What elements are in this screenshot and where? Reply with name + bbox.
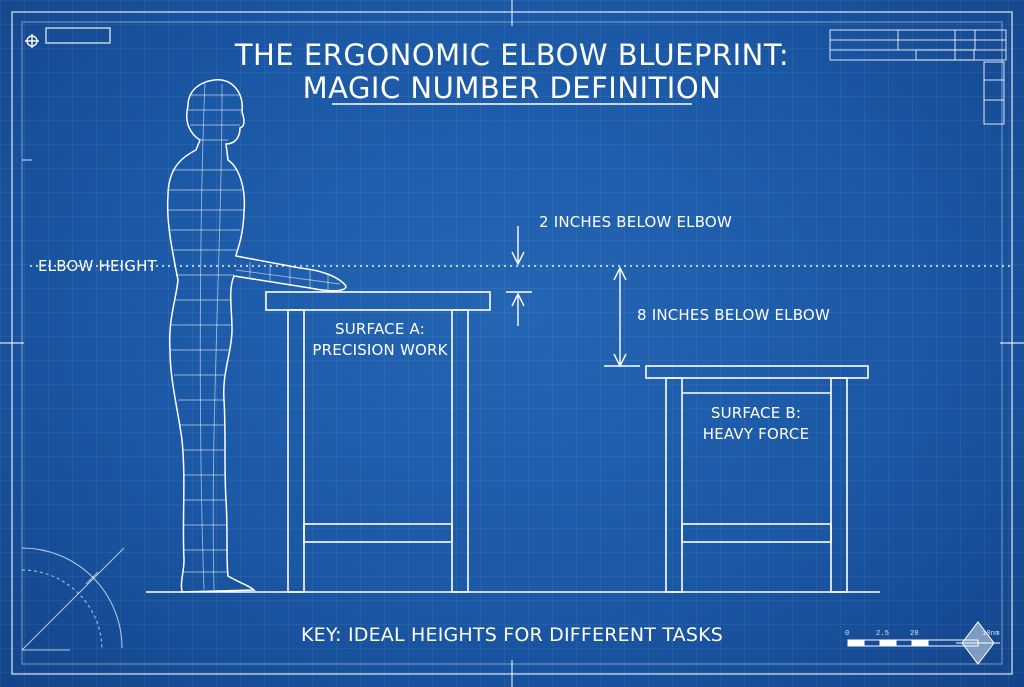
outer-border (11, 11, 1013, 675)
surface-a-title: SURFACE A: (335, 320, 425, 338)
scale-tick-2: 20 (910, 630, 919, 638)
key-caption: KEY: IDEAL HEIGHTS FOR DIFFERENT TASKS (300, 624, 724, 646)
scale-tick-1: 2.5 (876, 630, 890, 638)
table-a (265, 291, 491, 593)
elbow-height-label: ELBOW HEIGHT (38, 257, 157, 275)
eight-inches-label: 8 INCHES BELOW ELBOW (637, 306, 830, 324)
protractor-mark (21, 547, 125, 651)
title-line-1: THE ERGONOMIC ELBOW BLUEPRINT: (234, 38, 790, 72)
eight-inch-dimension (604, 266, 640, 368)
scale-tick-0: 0 (845, 630, 850, 638)
surface-b-subtitle: HEAVY FORCE (702, 425, 810, 443)
scale-tick-3: 10nm (982, 630, 1000, 638)
human-figure (166, 79, 347, 593)
two-inches-label: 2 INCHES BELOW ELBOW (539, 213, 732, 231)
surface-b-title: SURFACE B: (710, 404, 802, 422)
surface-a-subtitle: PRECISION WORK (312, 341, 448, 359)
scale-bar (847, 621, 1000, 665)
table-b (645, 365, 869, 593)
title-line-2: MAGIC NUMBER DEFINITION (302, 71, 722, 105)
title-block (829, 29, 1007, 125)
two-inch-dimension (506, 226, 532, 326)
